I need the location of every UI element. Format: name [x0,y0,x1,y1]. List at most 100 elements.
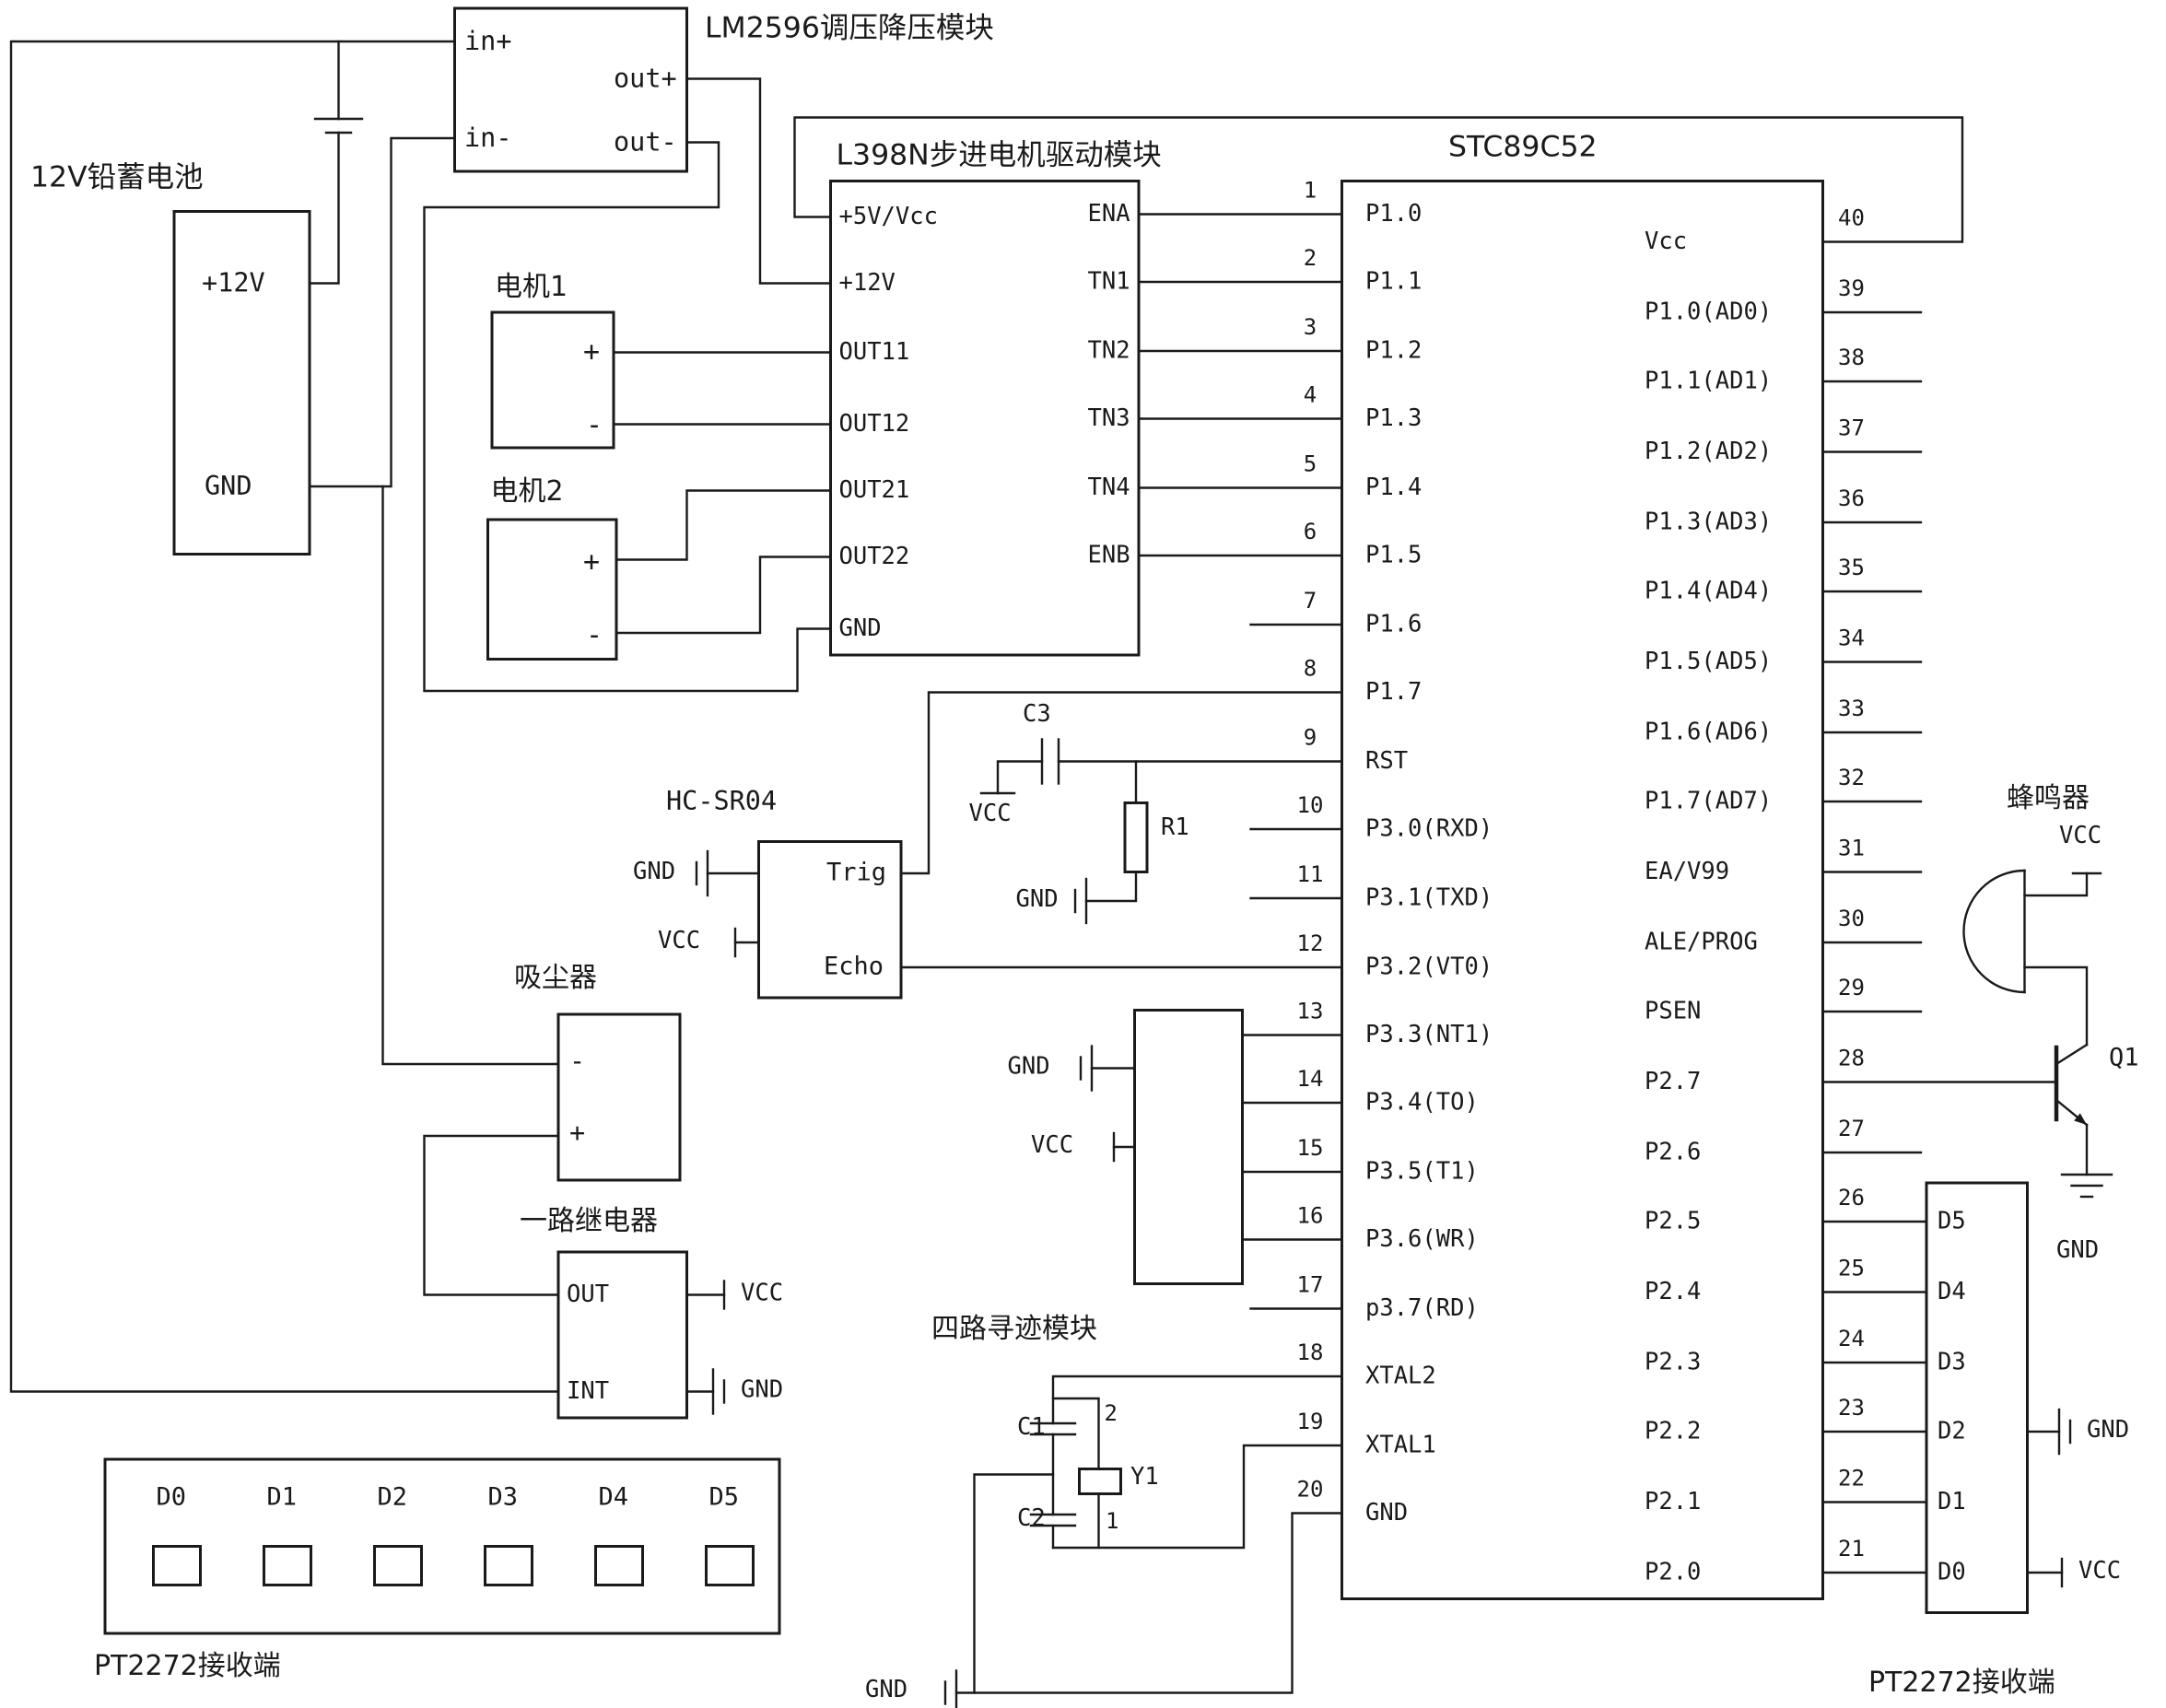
receiver-right-vcc-label: VCC [2078,1557,2122,1585]
mcu-pin-label: P1.4(AD4) [1645,578,1773,605]
transistor-q1 [2054,1043,2089,1176]
driver-pin-5v: +5V/Vcc [838,203,938,231]
mcu-pin-number: 12 [1296,930,1324,956]
mcu-pin-label: P3.3(NT1) [1365,1021,1493,1049]
battery-cell-symbol [310,40,364,285]
receiver-right-channel: D5 [1938,1208,1966,1235]
driver-pin-out11: OUT11 [838,338,910,367]
lm2596-pin-in-plus: in+ [464,26,512,57]
driver-mcu-wires [1139,213,1342,557]
ultrasonic-box [757,840,903,1000]
mcu-pin-number: 17 [1296,1271,1324,1298]
motor2-minus: - [586,617,603,651]
receiver-right-channel: D2 [1938,1418,1966,1445]
vcc-symbol-tracking [1112,1131,1135,1163]
driver-pin-gnd: GND [838,614,882,643]
mcu-pin-number: 37 [1838,415,1865,441]
motor2-box [486,518,618,661]
mcu-pin-number: 21 [1838,1535,1865,1562]
receiver-left-box [103,1457,781,1635]
receiver-left-channel: D5 [708,1482,740,1512]
capacitor-c2-label: C2 [1017,1504,1046,1533]
receiver-right-channel: D3 [1938,1349,1966,1376]
receiver-right-channel: D0 [1938,1559,1966,1586]
gnd-symbol-rx-right [2027,1408,2072,1456]
receiver-right-title: PT2272接收端 [1868,1665,2055,1699]
tracking-vcc-label: VCC [1031,1131,1074,1160]
tracking-gnd-label: GND [1007,1053,1050,1081]
vcc-symbol-rx-right [2027,1557,2064,1588]
receiver-left-channel: D0 [156,1482,187,1512]
mcu-pin-label: P1.6 [1365,611,1423,638]
mcu-pin-number: 40 [1838,205,1865,231]
mcu-pin-number: 29 [1838,974,1865,1000]
vacuum-box [556,1012,682,1182]
reset-vcc-label: VCC [968,800,1012,828]
motor2-title: 电机2 [490,474,564,508]
power-wires [9,40,1964,1393]
channel-square-d5 [705,1545,755,1586]
mcu-pin-label: P2.2 [1645,1418,1702,1445]
vacuum-title: 吸尘器 [514,960,597,994]
mcu-pin-number: 23 [1838,1394,1865,1421]
buzzer-vcc-label: VCC [2059,822,2102,850]
mcu-pin-label: p3.7(RD) [1365,1294,1479,1323]
ultrasonic-vcc-label: VCC [658,927,701,955]
gnd-symbol-crystal [943,1669,958,1708]
ultrasonic-echo-pin: Echo [824,952,884,981]
earth-gnd-symbol-q1 [2060,1173,2113,1199]
relay-gnd-label: GND [741,1376,784,1404]
mcu-pin-number: 34 [1838,625,1865,651]
capacitor-c3-label: C3 [1023,700,1051,729]
mcu-pin-number: 28 [1838,1045,1865,1071]
motor-wires [614,351,831,635]
driver-box [829,180,1141,657]
mcu-box [1341,180,1824,1600]
mcu-pin-number: 20 [1296,1476,1324,1503]
vacuum-plus: + [569,1117,586,1149]
mcu-pin-label: P2.4 [1645,1278,1702,1306]
mcu-pin-label: EA/V99 [1645,858,1730,886]
motor1-box [490,310,615,450]
resistor-r1 [1123,801,1149,873]
receiver-right-gnd-label: GND [2087,1416,2130,1445]
lm2596-box [453,6,688,173]
driver-pin-out22: OUT22 [838,543,910,571]
mcu-pin-label: PSEN [1645,998,1702,1025]
vacuum-relay-wires [423,1134,726,1393]
mcu-pin-label: P3.4(TO) [1365,1089,1479,1117]
relay-title: 一路继电器 [520,1203,658,1237]
mcu-pin-number: 19 [1296,1408,1324,1434]
receiver-right-channel: D4 [1938,1278,1966,1306]
lm2596-pin-in-minus: in- [464,123,512,154]
motor1-title: 电机1 [495,269,568,303]
driver-pin-tn1: TN1 [1087,268,1130,296]
mcu-pin-number: 38 [1838,344,1865,370]
mcu-pin-label: RST [1365,747,1409,776]
gnd-symbol-tracking [1079,1045,1135,1092]
transistor-q1-label: Q1 [2109,1043,2139,1072]
receiver-left-channel: D4 [598,1482,629,1512]
buzzer-title: 蜂鸣器 [2007,780,2090,814]
mcu-pin-label: P2.7 [1645,1068,1702,1096]
driver-pin-tn4: TN4 [1087,474,1130,502]
ultrasonic-title: HC-SR04 [666,786,778,817]
receiver-left-channel: D1 [266,1482,298,1512]
mcu-pin-number: 26 [1838,1184,1865,1211]
driver-title: L398N步进电机驱动模块 [836,138,1162,171]
mcu-title: STC89C52 [1448,130,1598,163]
receiver-left-channel: D2 [377,1482,408,1512]
mcu-pin-label: P1.7(AD7) [1645,788,1773,815]
mcu-pin-label: P1.5(AD5) [1645,648,1773,676]
mcu-pin-label: P1.1(AD1) [1645,368,1773,395]
gnd-symbol-hcsr04 [695,849,759,897]
vacuum-minus: - [569,1046,586,1077]
driver-pin-tn2: TN2 [1087,337,1130,365]
crystal-y1-label: Y1 [1130,1463,1159,1492]
mcu-left-wires [901,623,1342,1310]
mcu-pin-label: P3.2(VT0) [1365,953,1493,981]
battery-title: 12V铅蓄电池 [30,160,204,193]
mcu-pin-label: P1.2(AD2) [1645,438,1773,466]
battery-plus12v-label: +12V [202,268,265,298]
